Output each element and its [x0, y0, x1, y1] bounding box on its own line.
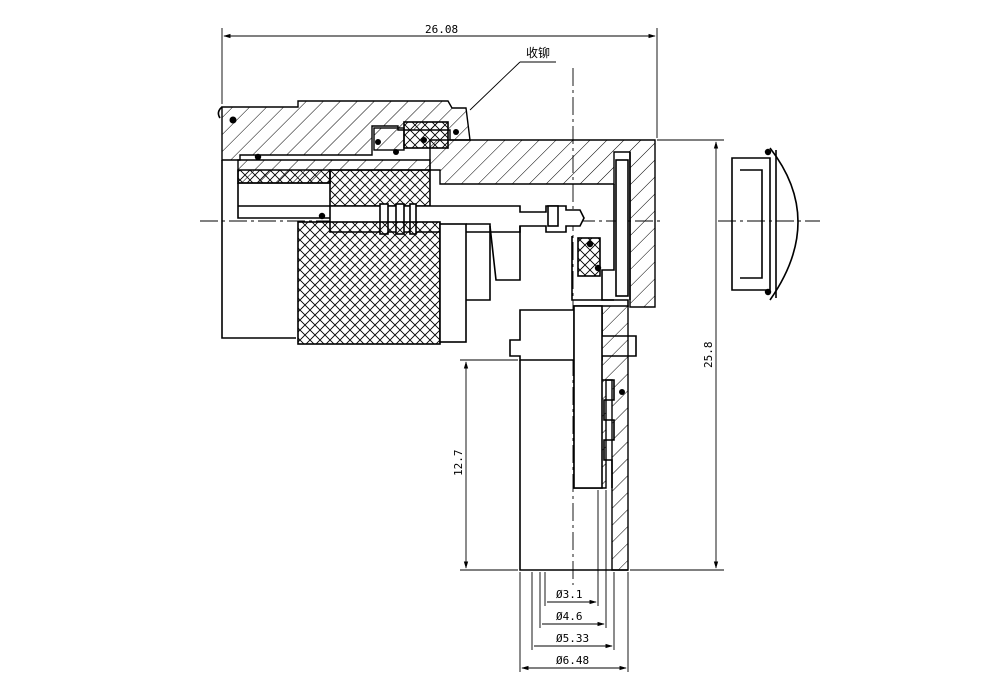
- knurled-ferrule: [297, 221, 521, 345]
- dim-diameters: Ø3.1 Ø4.6 Ø5.33 Ø6.48: [519, 490, 629, 672]
- dim-cable-length-label: 12.7: [452, 450, 465, 477]
- cable-tube: [509, 305, 637, 571]
- elbow-insulator: [571, 236, 614, 301]
- callout-label: 收铆: [526, 45, 550, 60]
- dust-cap: [731, 147, 799, 301]
- callout: 收铆: [469, 45, 556, 111]
- dim-overall-height: 25.8: [630, 139, 724, 571]
- dim-dia-2-label: Ø4.6: [556, 610, 583, 623]
- inner-sleeve: [237, 153, 431, 219]
- dim-cable-length: 12.7: [452, 359, 518, 571]
- dim-dia-4-label: Ø6.48: [556, 654, 589, 667]
- dim-dia-1-label: Ø3.1: [556, 588, 583, 601]
- dim-dia-3-label: Ø5.33: [556, 632, 589, 645]
- dim-overall-height-label: 25.8: [702, 342, 715, 369]
- seal-ring: [373, 121, 459, 155]
- dim-overall-width-label: 26.08: [425, 23, 458, 36]
- coupling-nut: [217, 100, 471, 339]
- elbow-body: [429, 139, 656, 308]
- dim-overall-width: 26.08: [221, 23, 658, 138]
